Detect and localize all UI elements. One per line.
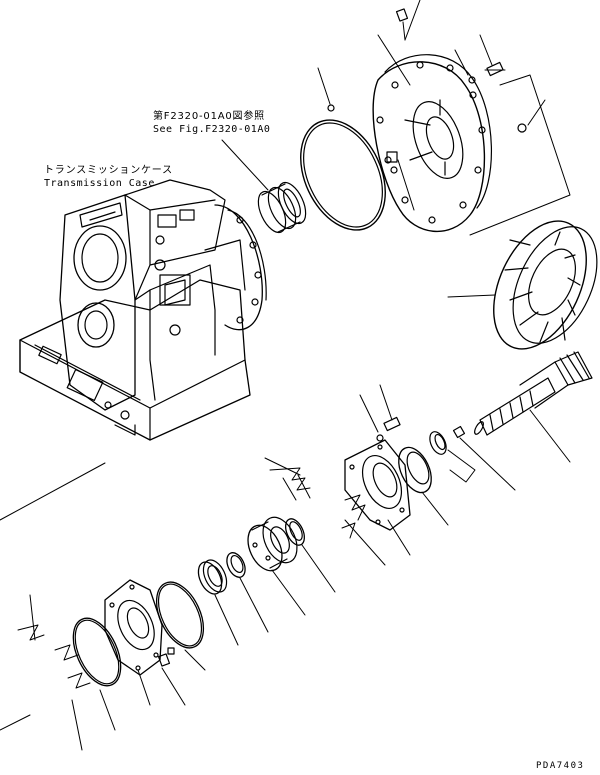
front-cover	[105, 580, 162, 675]
bottom-o-ring	[64, 611, 131, 693]
see-fig-label-jp: 第F2320-01A0図参照	[153, 111, 265, 122]
snap-ring	[282, 516, 308, 548]
figure-code: PDA7403	[536, 761, 585, 771]
seal-ring-assembly	[253, 178, 312, 236]
collar-sleeve	[241, 512, 303, 576]
spacer	[194, 556, 231, 597]
transmission-case-label-jp: トランスミッションケース	[44, 165, 173, 176]
bearing	[392, 442, 438, 497]
transmission-case-label-en: Transmission Case	[44, 178, 155, 189]
large-o-ring	[284, 106, 402, 243]
pinion-shaft	[473, 352, 592, 436]
bearing-retainer	[345, 440, 410, 530]
bevel-gear	[475, 206, 600, 363]
small-ring	[223, 550, 248, 580]
see-fig-label-en: See Fig.F2320-01A0	[153, 124, 271, 135]
rear-cover-housing	[373, 55, 491, 232]
transmission-case	[20, 180, 266, 440]
